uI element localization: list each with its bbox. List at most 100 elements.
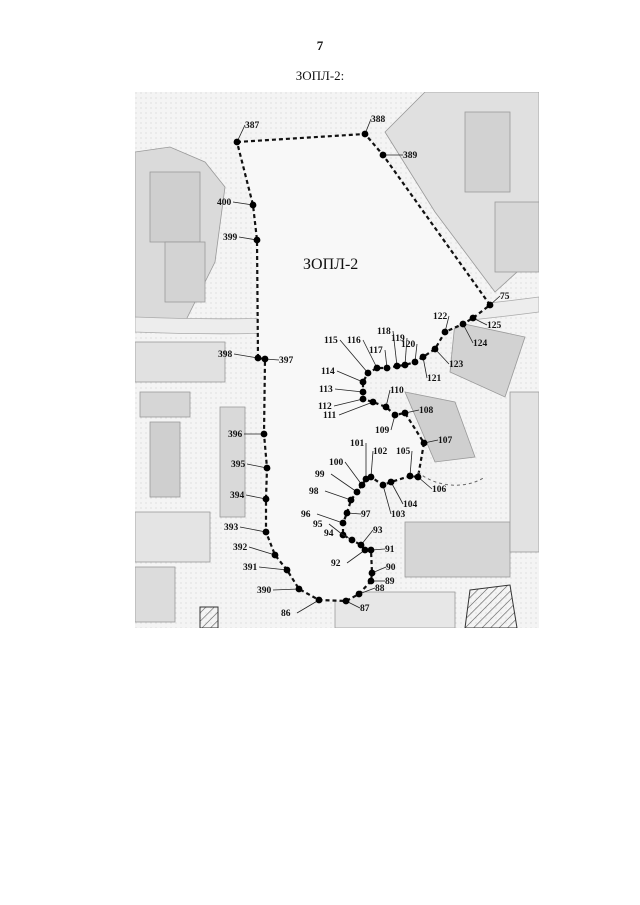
point-leader-113 [334,388,364,393]
point-leader-103 [382,484,392,515]
point-leader-98 [324,490,352,501]
point-leader-92 [346,549,366,564]
point-leader-105 [409,450,413,477]
point-label-75: 75 [500,292,510,302]
point-leader-391 [258,566,288,571]
boundary-points: 3873883897512512412212312112011911811711… [217,115,510,619]
boundary-point-96 [339,519,347,527]
boundary-point-118 [393,362,401,370]
boundary-point-89 [367,577,375,585]
boundary-point-87 [342,597,350,605]
boundary-point-99 [353,488,361,496]
boundary-point-114 [359,378,367,386]
point-label-124: 124 [473,339,488,349]
point-label-400: 400 [217,198,232,208]
point-label-95: 95 [313,520,323,530]
point-label-102: 102 [373,447,388,457]
point-label-387: 387 [245,121,260,131]
boundary-point-92 [361,546,369,554]
boundary-point-117 [383,364,391,372]
boundary-point-387 [233,138,241,146]
point-label-97: 97 [361,510,371,520]
boundary-point-120 [411,358,419,366]
point-label-389: 389 [403,151,418,161]
boundary-point-105 [406,472,414,480]
point-leader-398 [233,353,259,359]
boundary-point-93 [357,541,365,549]
point-label-110: 110 [390,386,404,396]
point-leader-123 [434,348,450,365]
map-basemap [135,92,539,628]
point-label-109: 109 [375,426,390,436]
point-leader-392 [248,546,276,556]
point-leader-86 [296,599,320,614]
boundary-point-396 [260,430,268,438]
point-label-92: 92 [331,559,341,569]
boundary-point-121 [419,353,427,361]
point-label-111: 111 [323,411,336,421]
boundary-point-397 [261,355,269,363]
boundary-point-98 [347,496,355,504]
point-label-90: 90 [386,563,396,573]
boundary-point-123 [431,345,439,353]
boundary-point-389 [379,151,387,159]
boundary-point-388 [361,130,369,138]
boundary-point-400 [249,201,257,209]
point-leader-124 [462,323,474,344]
point-label-399: 399 [223,233,238,243]
point-label-113: 113 [319,385,333,395]
point-label-119: 119 [391,334,405,344]
point-label-104: 104 [403,500,418,510]
point-label-100: 100 [329,458,344,468]
point-label-392: 392 [233,543,248,553]
boundary-point-109 [391,411,399,419]
map-canvas: ЗОПЛ-2 387388389751251241221231211201191… [135,92,539,628]
boundary-point-124 [459,320,467,328]
boundary-point-104 [387,478,395,486]
point-leader-116 [362,339,378,369]
point-label-125: 125 [487,321,502,331]
point-leader-390 [272,588,300,591]
point-label-395: 395 [231,460,246,470]
point-label-107: 107 [438,436,453,446]
point-label-118: 118 [377,327,391,337]
boundary-point-108 [401,409,409,417]
point-leader-100 [344,461,363,486]
point-leader-104 [390,481,404,505]
point-label-390: 390 [257,586,272,596]
boundary-point-86 [315,596,323,604]
point-label-89: 89 [385,577,395,587]
boundary-point-393 [262,528,270,536]
point-label-94: 94 [324,529,334,539]
point-label-123: 123 [449,360,464,370]
point-label-117: 117 [369,346,383,356]
point-label-106: 106 [432,485,447,495]
point-label-120: 120 [401,340,416,350]
boundary-point-100 [358,481,366,489]
point-label-88: 88 [375,584,385,594]
boundary-point-106 [414,473,422,481]
boundary-point-398 [254,354,262,362]
point-label-121: 121 [427,374,442,384]
boundary-point-122 [441,328,449,336]
boundary-point-111 [369,398,377,406]
point-label-87: 87 [360,604,370,614]
point-label-116: 116 [347,336,361,346]
boundary-point-90 [368,569,376,577]
boundary-point-103 [379,481,387,489]
point-leader-114 [336,370,364,383]
point-leader-111 [338,401,374,416]
point-leader-118 [392,330,398,367]
page-caption: ЗОПЛ-2: [295,68,345,83]
boundary-point-91 [367,546,375,554]
boundary-point-115 [364,369,372,377]
point-label-91: 91 [385,545,395,555]
boundary-point-391 [283,566,291,574]
boundary-point-101 [362,475,370,483]
point-leader-119 [404,337,408,366]
boundary-point-119 [401,361,409,369]
point-label-86: 86 [281,609,291,619]
point-label-122: 122 [433,312,448,322]
point-label-393: 393 [224,523,239,533]
